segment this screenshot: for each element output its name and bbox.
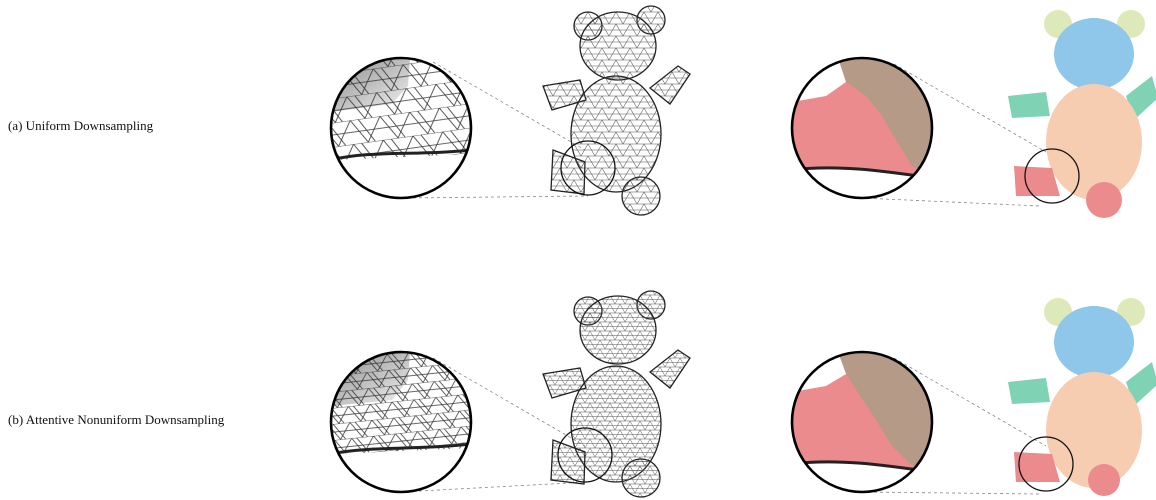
segmented-bear-b xyxy=(1008,298,1156,496)
zoom-inset-mesh-a xyxy=(331,58,471,198)
zoom-inset-col-b xyxy=(792,352,932,492)
wireframe-bear-a xyxy=(543,6,690,215)
row-nonuniform-panels xyxy=(0,250,1156,500)
zoom-inset-col-a xyxy=(792,58,932,198)
segmented-bear-a xyxy=(1008,10,1156,218)
zoom-leader-bottom-mesh-a xyxy=(401,196,588,198)
zoom-leader-bottom-col-b xyxy=(862,492,1040,494)
row-nonuniform: (b) Attentive Nonuniform Downsampling xyxy=(0,250,1156,500)
row-uniform: (a) Uniform Downsampling xyxy=(0,0,1156,250)
wireframe-bear-b xyxy=(543,291,690,497)
zoom-inset-mesh-b xyxy=(331,352,471,492)
zoom-leader-bottom-col-a xyxy=(862,198,1040,206)
row-uniform-panels xyxy=(0,0,1156,250)
